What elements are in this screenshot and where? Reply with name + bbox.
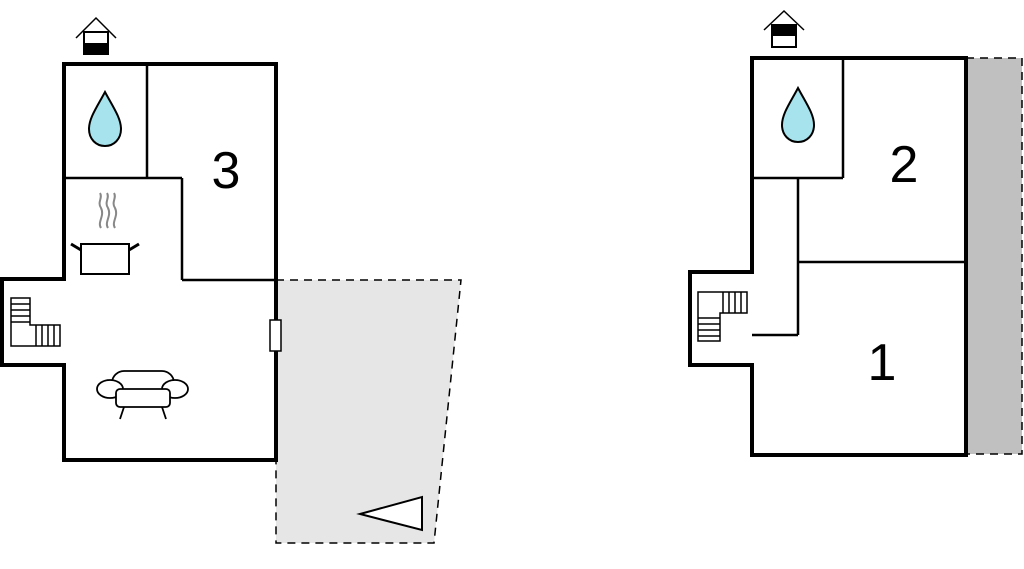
- floor-plan-left: 3: [0, 16, 462, 544]
- outer-walls-right: [688, 56, 968, 457]
- stairs-icon: [697, 291, 748, 342]
- entrance-house-icon: [763, 9, 805, 48]
- room-label: 3: [212, 142, 241, 200]
- entrance-house-icon: [75, 16, 117, 55]
- room-label: 2: [890, 136, 919, 194]
- sofa-icon: [96, 370, 189, 420]
- cooking-pot-icon: [70, 192, 140, 275]
- stairs-icon: [10, 297, 61, 347]
- compass-arrow-icon: [356, 495, 423, 532]
- room-label: 1: [868, 334, 897, 392]
- terrace-door: [269, 319, 282, 352]
- water-drop-icon: [87, 89, 123, 148]
- floor-plan-right: 2 1: [688, 9, 1023, 457]
- balcony-area: [965, 57, 1023, 455]
- outer-walls-left: [0, 62, 278, 462]
- water-drop-icon: [780, 85, 816, 144]
- terrace-area: [275, 279, 462, 544]
